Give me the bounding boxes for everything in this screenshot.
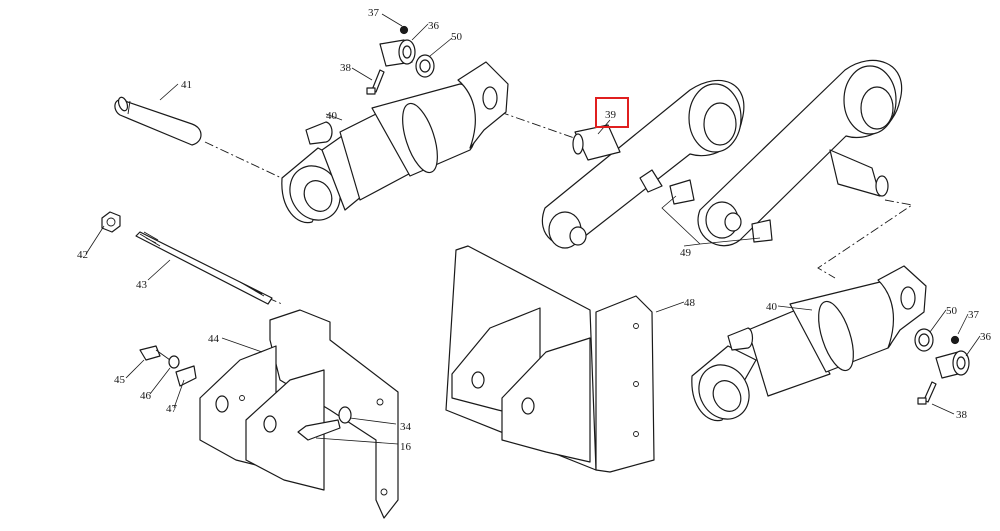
part-49-bushings [669, 179, 773, 243]
part-38-screw-top [366, 69, 385, 95]
part-46-washer [168, 355, 180, 369]
callout-45: 45 [114, 374, 126, 386]
callout-37-top: 37 [368, 7, 380, 19]
callout-37-bottom: 37 [968, 309, 980, 321]
callout-34: 34 [400, 421, 412, 433]
part-38-screw-bottom [917, 381, 937, 405]
callout-49: 49 [680, 247, 692, 259]
part-50-washer-top [415, 54, 435, 78]
callout-50-bottom: 50 [946, 305, 958, 317]
part-48-base-plate [445, 245, 655, 473]
leader-lines [85, 13, 981, 445]
callout-48: 48 [684, 297, 696, 309]
part-36-bushing-top [379, 39, 416, 67]
callout-38-bottom: 38 [956, 409, 968, 421]
callout-47: 47 [166, 403, 178, 415]
part-40-cylinder-bottom [691, 265, 927, 422]
callout-43: 43 [136, 279, 148, 291]
part-44-bracket [199, 309, 399, 519]
part-47-lock-plate [175, 365, 197, 387]
part-42-nut [101, 211, 121, 233]
part-43-stud [135, 231, 273, 305]
callout-16: 16 [400, 441, 412, 453]
part-34-washer [338, 406, 352, 424]
callout-labels: 37 36 50 38 41 40 39 42 43 49 48 40 50 3… [77, 7, 992, 453]
callout-39: 39 [605, 109, 617, 121]
part-16-bolt [297, 419, 341, 441]
part-50-washer-bottom [914, 328, 934, 352]
part-36-bushing-bottom [935, 350, 970, 379]
callout-40-bottom: 40 [766, 301, 778, 313]
callout-39-highlight-box [595, 97, 629, 128]
part-39-lever-arm-1 [541, 79, 745, 249]
callout-42: 42 [77, 249, 88, 261]
callout-36-bottom: 36 [980, 331, 992, 343]
part-39-lever-arm-2 [697, 59, 903, 247]
callout-40-top: 40 [326, 110, 338, 122]
callout-46: 46 [140, 390, 152, 402]
part-45-bolt [139, 345, 171, 361]
part-37-screw-top [399, 25, 409, 35]
callout-36-top: 36 [428, 20, 440, 32]
callout-38-top: 38 [340, 62, 352, 74]
callout-41: 41 [181, 79, 192, 91]
part-40-cylinder-top [281, 61, 509, 224]
part-37-screw-bottom [950, 335, 960, 345]
callout-50-top: 50 [451, 31, 463, 43]
part-41-pin [114, 96, 202, 146]
callout-44: 44 [208, 333, 220, 345]
